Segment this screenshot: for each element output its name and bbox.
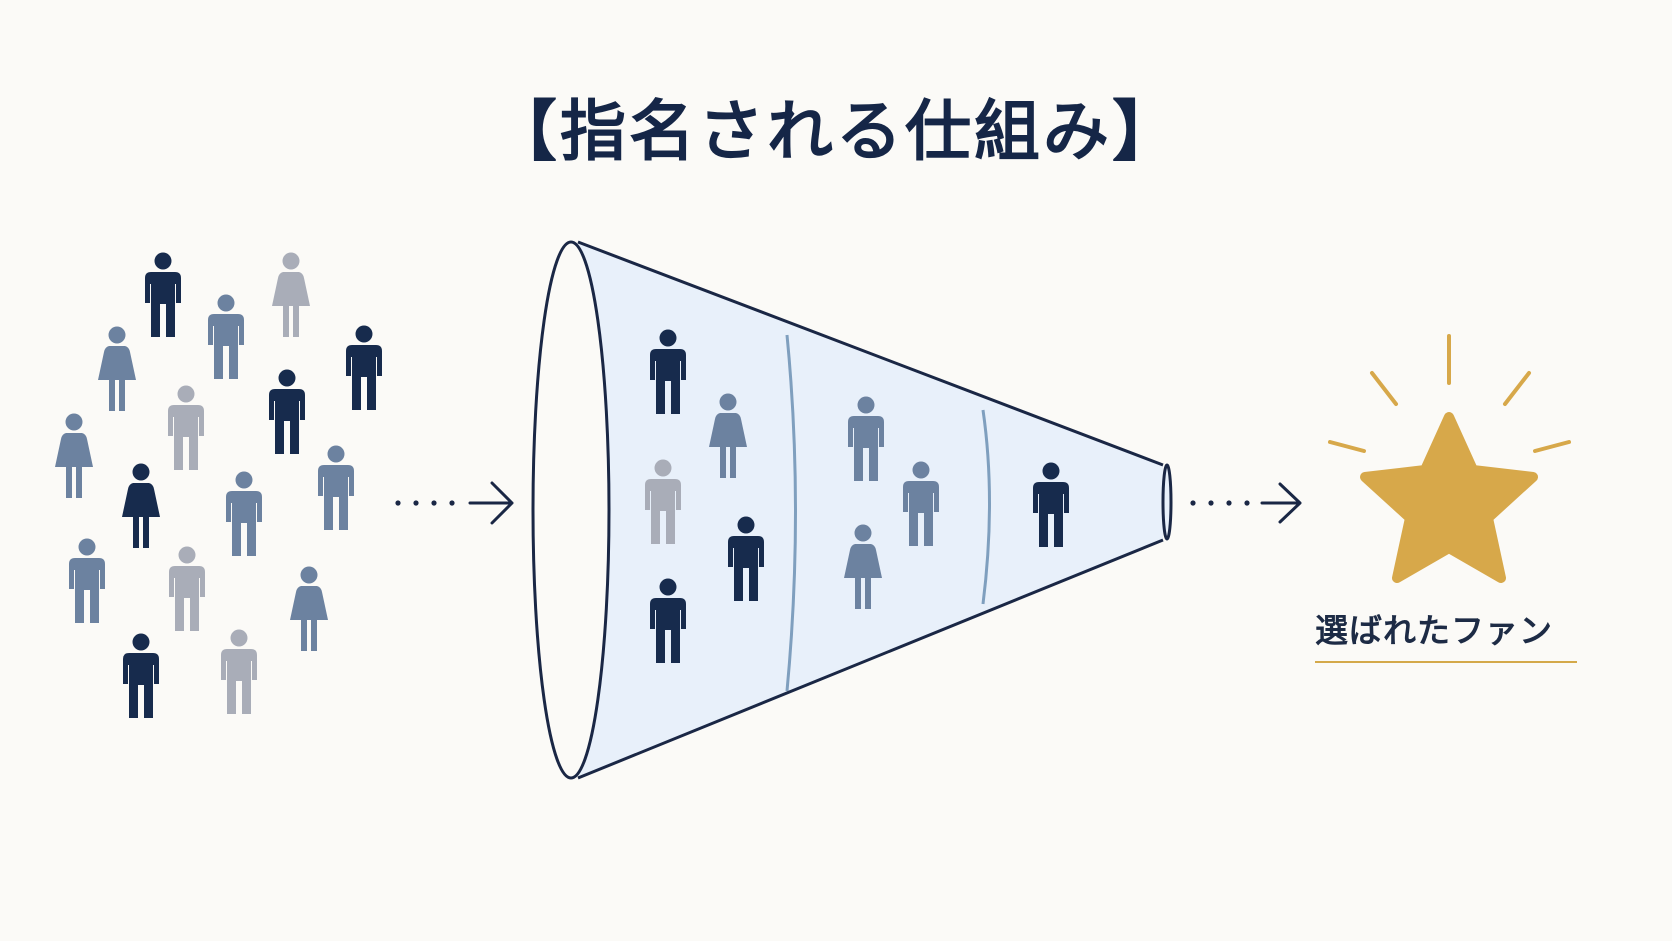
person-icon — [650, 578, 686, 663]
funnel-people-group — [645, 329, 1069, 663]
arrow-right-icon — [395, 481, 514, 525]
person-icon — [346, 325, 382, 410]
person-icon — [728, 516, 764, 601]
person-icon — [318, 445, 354, 530]
person-icon — [221, 629, 257, 714]
person-icon — [98, 326, 136, 411]
person-icon — [226, 471, 262, 556]
selected-fans-label: 選ばれたファン — [1315, 611, 1553, 650]
sparkle-icon — [1328, 334, 1571, 453]
person-icon — [145, 252, 181, 337]
person-icon — [272, 252, 310, 337]
person-icon — [290, 566, 328, 651]
funnel-icon — [531, 240, 1173, 780]
person-icon — [123, 633, 159, 718]
person-icon — [1033, 462, 1069, 547]
person-icon — [208, 294, 244, 379]
crowd-group — [55, 252, 382, 718]
diagram-title: 【指名される仕組み】 — [491, 93, 1181, 170]
person-icon — [55, 413, 93, 498]
person-icon — [645, 459, 681, 544]
person-icon — [848, 396, 884, 481]
person-icon — [903, 461, 939, 546]
person-icon — [169, 546, 205, 631]
person-icon — [168, 385, 204, 470]
selected-fans-underline — [1315, 661, 1577, 663]
person-icon — [122, 463, 160, 548]
person-icon — [69, 538, 105, 623]
star-icon — [1360, 412, 1538, 583]
person-icon — [844, 524, 882, 609]
person-icon — [709, 393, 747, 478]
person-icon — [650, 329, 686, 414]
arrow-right-icon — [1190, 482, 1302, 524]
person-icon — [269, 369, 305, 454]
